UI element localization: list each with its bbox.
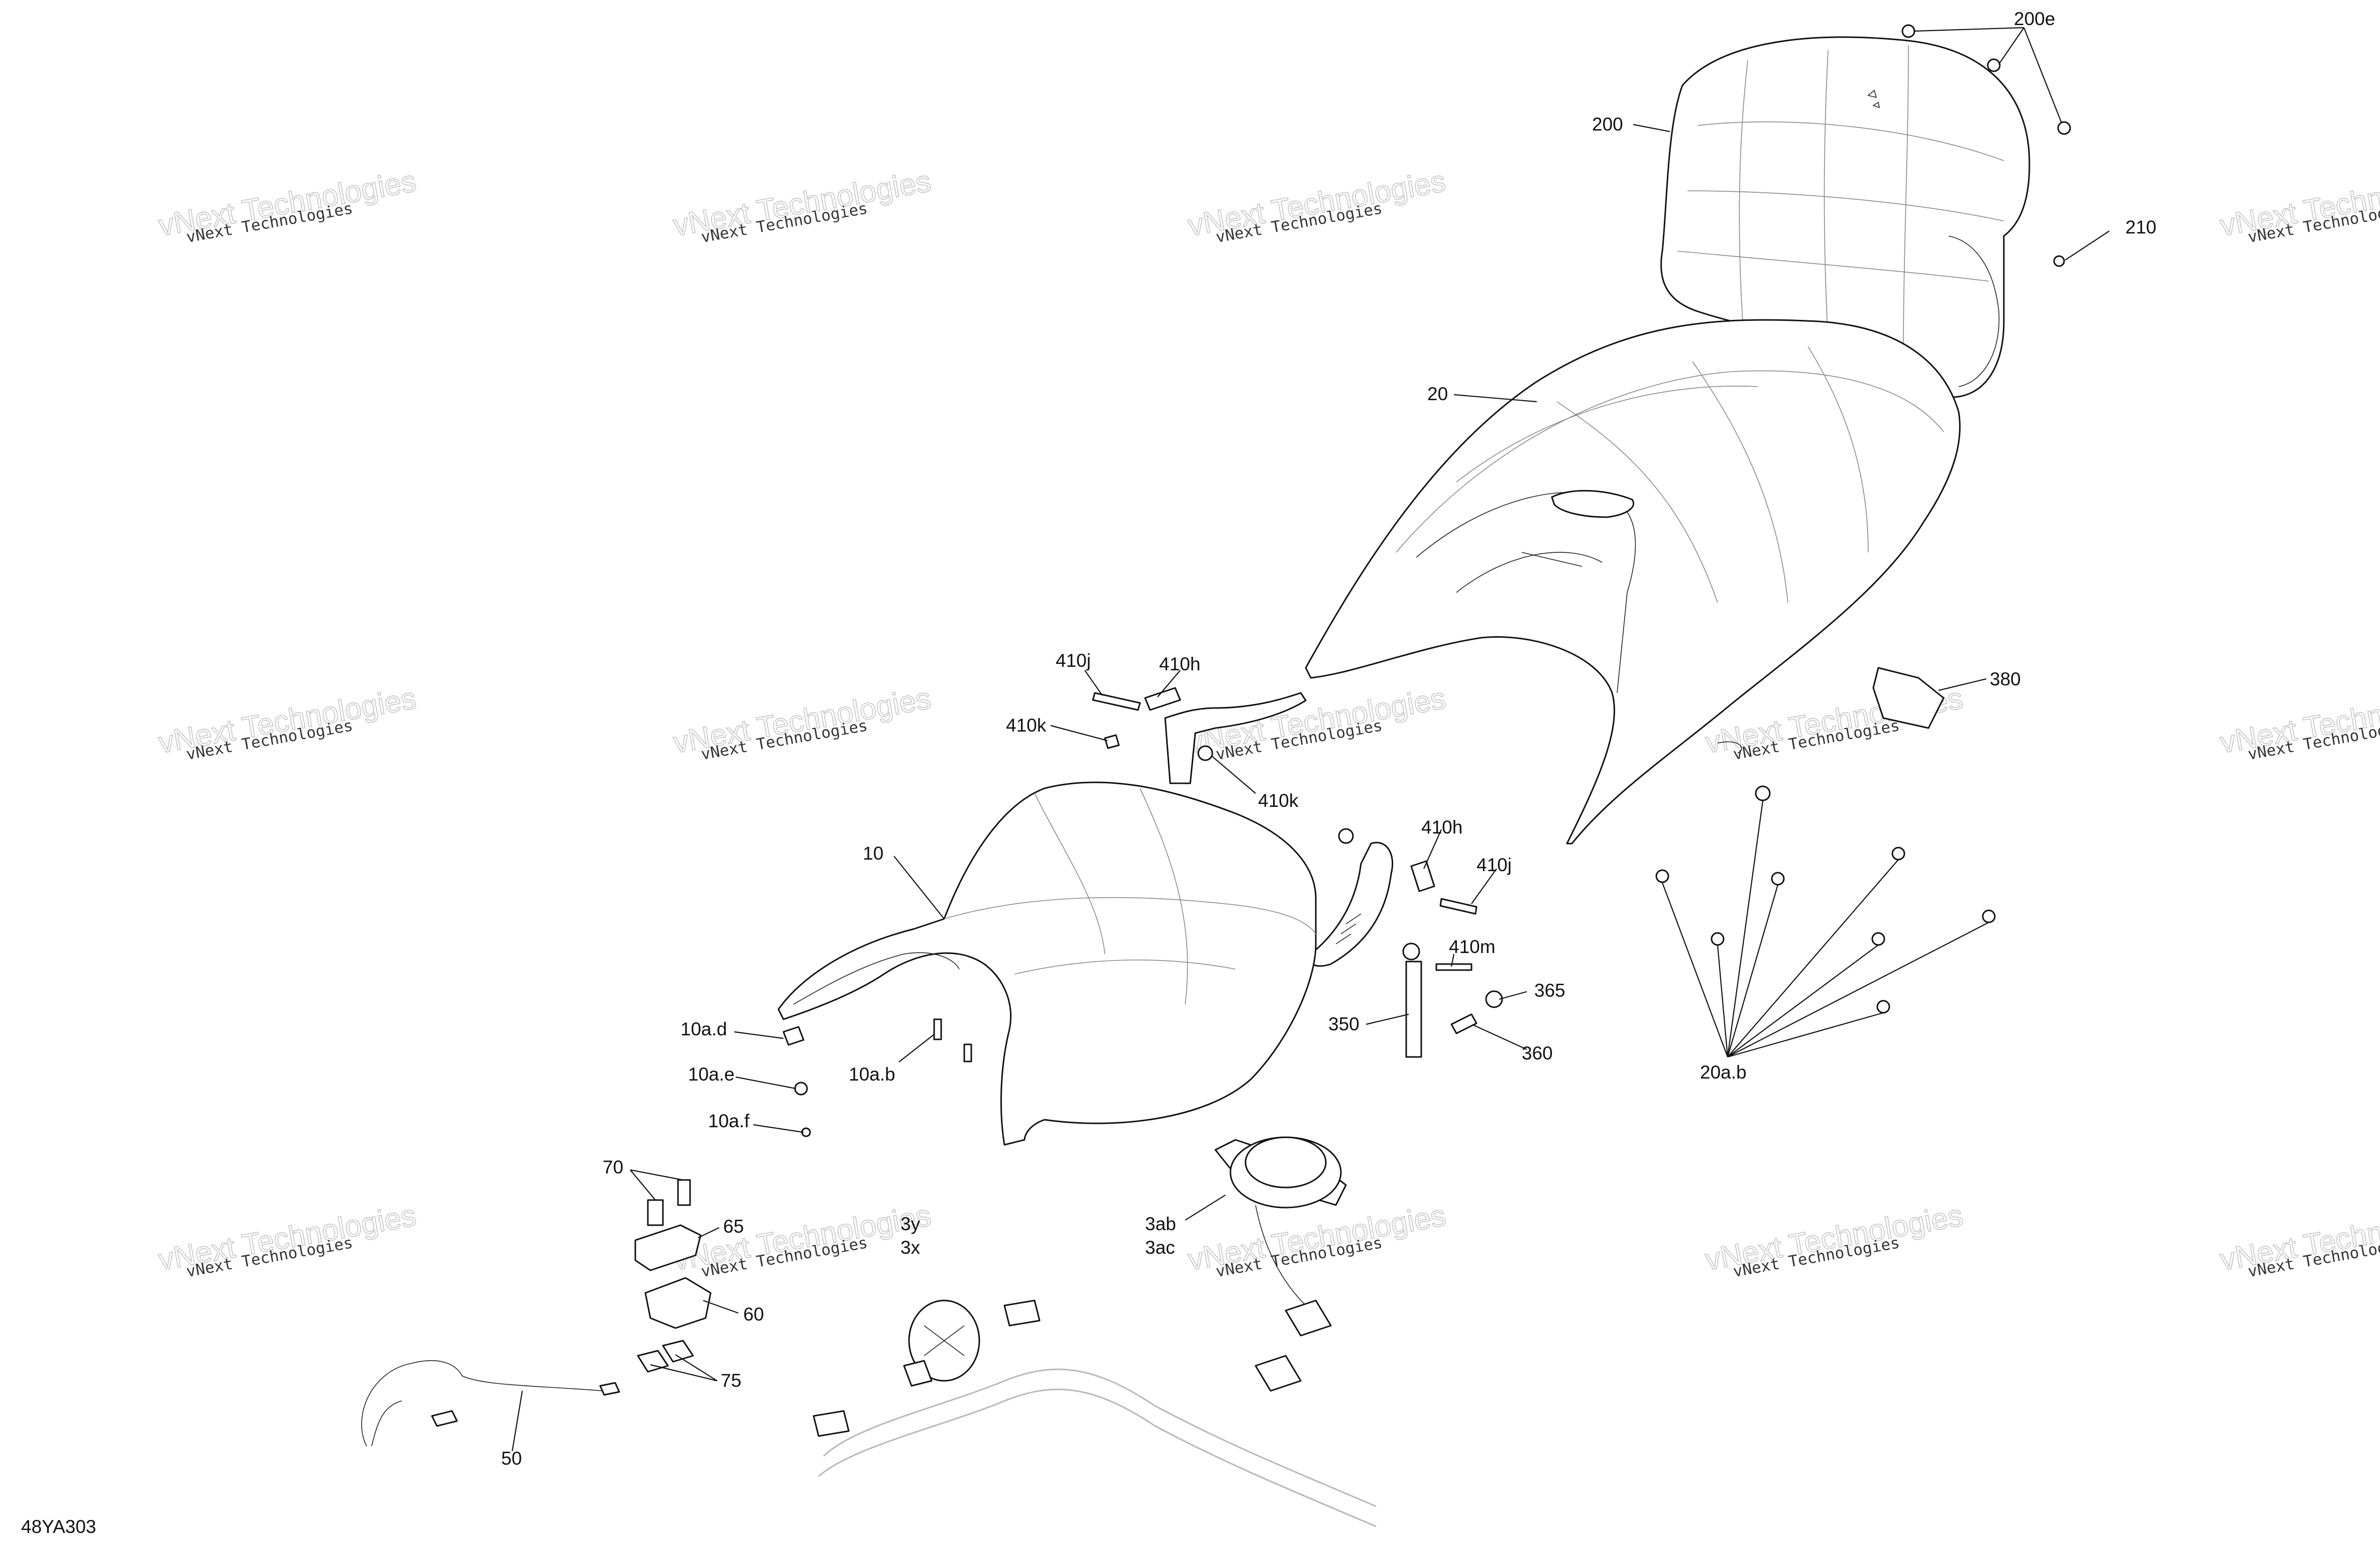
watermark: vNext Technologies vNext Technologies — [156, 681, 419, 764]
callout-3ab: 3ab — [1145, 1214, 1176, 1234]
callout-20ab: 20a.b — [1700, 1062, 1747, 1083]
callout-10ad: 10a.d — [681, 1019, 727, 1039]
callout-410k-lower: 410k — [1258, 790, 1299, 811]
callout-3x: 3x — [900, 1237, 921, 1258]
callout-410h-lower: 410h — [1421, 817, 1462, 838]
callout-50: 50 — [501, 1448, 522, 1469]
callout-410j-upper: 410j — [1056, 650, 1091, 671]
watermark: vNext Technologies vNext Technologies — [1185, 164, 1449, 247]
callout-410h-upper: 410h — [1159, 654, 1200, 674]
watermark: vNext Technologies vNext Technologies — [2217, 681, 2380, 764]
callout-10ae: 10a.e — [688, 1064, 735, 1085]
callout-3ac: 3ac — [1145, 1237, 1175, 1258]
watermark: vNext Technologies vNext Technologies — [670, 1198, 934, 1281]
watermark: vNext Technologies vNext Technologies — [156, 1198, 419, 1281]
watermark: vNext Technologies vNext Technologies — [1185, 1198, 1449, 1281]
watermark: vNext Technologies vNext Technologies — [156, 164, 419, 247]
callout-200: 200 — [1592, 114, 1623, 135]
callout-350: 350 — [1328, 1014, 1359, 1034]
callout-10: 10 — [863, 843, 883, 864]
leader-lines — [511, 27, 2110, 1452]
callout-365: 365 — [1534, 980, 1565, 1001]
callout-3y: 3y — [900, 1214, 921, 1234]
watermark: vNext Technologies vNext Technologies — [670, 164, 934, 247]
callout-200e: 200e — [2014, 9, 2055, 29]
callout-210: 210 — [2125, 217, 2157, 238]
speaker-part — [1214, 1136, 1347, 1392]
callout-75: 75 — [721, 1370, 741, 1391]
harness-part — [813, 1299, 1377, 1527]
callout-20: 20 — [1427, 384, 1448, 404]
watermark-grid: vNext Technologies vNext Technologies vN… — [156, 164, 2380, 1281]
callout-410k-upper: 410k — [1006, 715, 1047, 736]
callout-10ab: 10a.b — [849, 1064, 895, 1085]
callout-380: 380 — [1990, 669, 2021, 689]
watermark: vNext Technologies vNext Technologies — [2217, 164, 2380, 247]
small-hardware — [782, 24, 2071, 1137]
seat-bracket-part — [1164, 692, 1394, 967]
callout-70: 70 — [603, 1157, 623, 1177]
watermark: vNext Technologies vNext Technologies — [2217, 1198, 2380, 1281]
main-seat-part — [1305, 319, 1961, 845]
callout-410j-lower: 410j — [1477, 855, 1512, 875]
latch-hardware — [361, 1179, 712, 1447]
part-labels: 200e 200 210 20 380 410j 410h 410k 410k … — [21, 9, 2157, 1537]
diagram-code: 48YA303 — [21, 1516, 96, 1537]
callout-410m: 410m — [1449, 936, 1496, 957]
callout-65: 65 — [723, 1216, 744, 1237]
watermark: vNext Technologies vNext Technologies — [670, 681, 934, 764]
front-seat-part — [777, 781, 1317, 1146]
callout-60: 60 — [743, 1304, 764, 1325]
callout-10af: 10a.f — [708, 1111, 750, 1131]
watermark: vNext Technologies vNext Technologies — [1703, 1198, 1966, 1281]
backrest-part — [1660, 36, 2030, 398]
callout-360: 360 — [1522, 1043, 1553, 1063]
